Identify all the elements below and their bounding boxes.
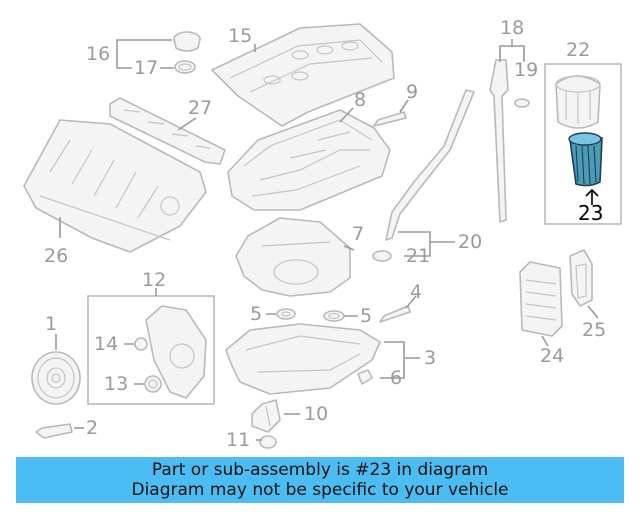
callout-21: 21	[406, 245, 430, 267]
callout-3: 3	[424, 347, 436, 369]
callout-24: 24	[540, 345, 564, 367]
oil-filler-cap	[173, 31, 201, 74]
callout-25: 25	[582, 319, 606, 341]
callout-20: 20	[458, 231, 482, 253]
callout-7: 7	[352, 223, 364, 245]
callout-2: 2	[86, 417, 98, 439]
dipstick	[489, 59, 530, 223]
callout-14: 14	[94, 333, 118, 355]
callout-16: 16	[86, 43, 110, 65]
drain-plug	[357, 369, 373, 385]
callout-18: 18	[500, 17, 524, 39]
oil-filter-element-highlighted	[568, 132, 603, 187]
banner-line-part: Part or sub-assembly is #23 in diagram	[151, 460, 489, 480]
dipstick-tube	[372, 89, 475, 262]
sensor	[373, 111, 407, 127]
timing-cover	[134, 305, 207, 399]
intake-manifold	[23, 119, 207, 253]
callout-11: 11	[226, 429, 250, 451]
callout-15: 15	[228, 25, 252, 47]
callout-9: 9	[406, 81, 418, 103]
oil-pan	[225, 323, 381, 395]
timing-housing	[235, 217, 351, 297]
cylinder-head	[227, 109, 391, 211]
callout-13: 13	[104, 373, 128, 395]
crankshaft-pulley	[31, 351, 81, 405]
callout-8: 8	[354, 89, 366, 111]
callout-17: 17	[134, 57, 158, 79]
seal-left	[276, 308, 296, 320]
sender-unit	[379, 305, 411, 323]
callout-5-left: 5	[250, 303, 262, 325]
callout-27: 27	[188, 97, 212, 119]
callout-19: 19	[514, 59, 538, 81]
callout-6: 6	[390, 367, 402, 389]
highlight-arrow	[585, 188, 599, 205]
oil-filter-housing	[555, 75, 601, 129]
seal-right	[323, 310, 345, 322]
callout-1: 1	[45, 313, 57, 335]
callout-10: 10	[304, 403, 328, 425]
callout-4: 4	[410, 281, 422, 303]
info-banner: Part or sub-assembly is #23 in diagram D…	[16, 457, 624, 503]
callout-22: 22	[566, 39, 590, 61]
callout-26: 26	[44, 245, 68, 267]
callout-12: 12	[142, 269, 166, 291]
banner-line-disclaimer: Diagram may not be specific to your vehi…	[131, 480, 509, 500]
callout-23-highlighted: 23	[578, 201, 603, 225]
cooler-gasket	[569, 249, 593, 307]
oil-pump	[251, 399, 281, 449]
pulley-bolt	[35, 423, 73, 439]
intake-gasket	[109, 97, 226, 165]
callout-5-right: 5	[360, 305, 372, 327]
oil-cooler	[519, 261, 563, 337]
valve-cover	[211, 23, 395, 127]
